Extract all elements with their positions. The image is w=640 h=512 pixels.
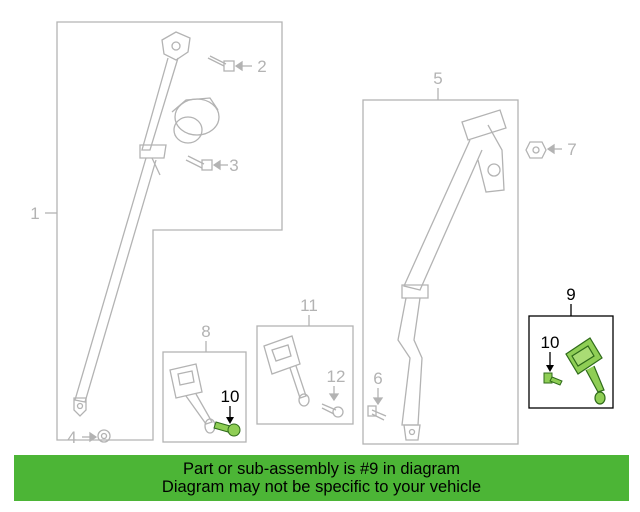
callout-4: 4 (67, 428, 76, 447)
banner-line-1: Part or sub-assembly is #9 in diagram (183, 460, 460, 478)
callout-9: 9 (566, 285, 575, 304)
callout-10-left: 10 (221, 387, 240, 406)
callout-7: 7 (567, 140, 576, 159)
box-part-11 (256, 325, 354, 425)
callout-12: 12 (327, 367, 346, 386)
buckle-illustration-8 (169, 363, 216, 434)
bolt-part-3 (185, 155, 213, 171)
callout-3: 3 (229, 156, 238, 175)
bolt-part-12 (321, 403, 344, 418)
callout-10-right: 10 (541, 333, 560, 352)
bolt-part-6 (367, 405, 387, 421)
callout-5: 5 (433, 69, 442, 88)
callout-1: 1 (30, 204, 39, 223)
bolt-part-10-right (543, 372, 563, 386)
info-banner: Part or sub-assembly is #9 in diagram Di… (14, 455, 629, 501)
front-seat-belt-illustration (73, 31, 220, 417)
nut-part-7 (525, 141, 547, 159)
buckle-part-9 (565, 337, 606, 405)
callout-6: 6 (373, 369, 382, 388)
callout-11: 11 (300, 296, 318, 315)
bolt-part-2 (207, 55, 235, 72)
nut-part-4 (97, 429, 111, 443)
box-part-1 (56, 21, 283, 441)
box-part-5 (362, 99, 519, 445)
banner-line-2: Diagram may not be specific to your vehi… (161, 478, 482, 496)
buckle-illustration-11 (263, 335, 310, 407)
parts-diagram: 1 2 3 4 5 6 7 8 9 10 10 11 12 (30, 21, 614, 447)
box-part-8 (162, 351, 247, 443)
rear-seat-belt-illustration (397, 109, 507, 441)
bolt-part-10-left (213, 421, 241, 437)
callout-2: 2 (257, 57, 266, 76)
callout-8: 8 (201, 322, 210, 341)
